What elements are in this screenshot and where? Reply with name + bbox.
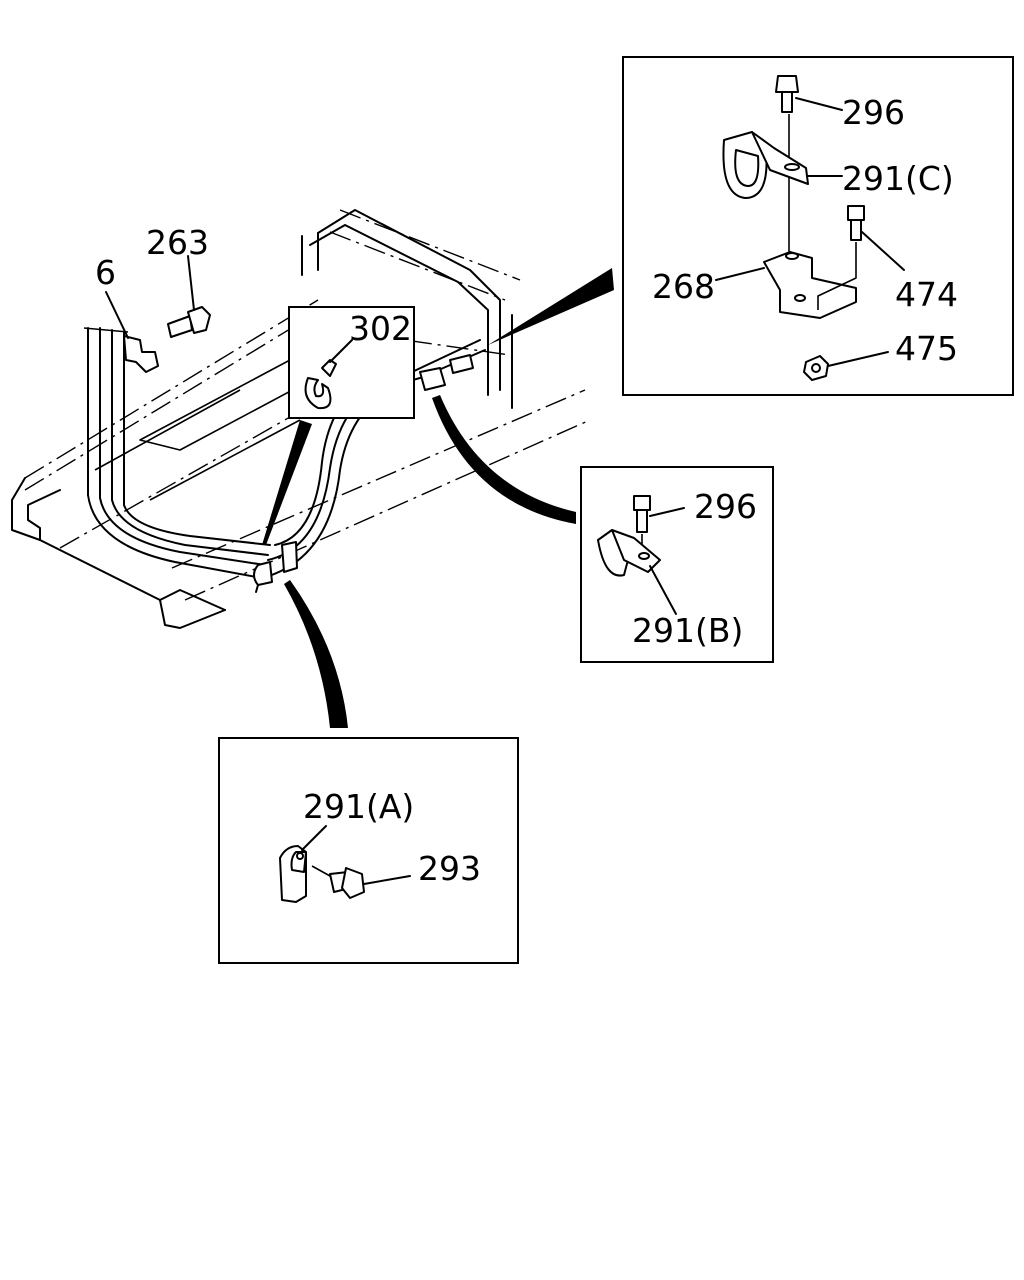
label-c-291: 291(C) xyxy=(842,159,954,198)
label-c-296: 296 xyxy=(842,93,905,132)
label-c-268: 268 xyxy=(652,267,715,306)
label-part-263: 263 xyxy=(146,223,209,262)
label-b-296: 296 xyxy=(694,487,757,526)
label-a-291: 291(A) xyxy=(303,787,414,826)
label-c-475: 475 xyxy=(895,329,958,368)
label-b-291: 291(B) xyxy=(632,611,743,650)
part-6-clip: 6 xyxy=(95,253,159,373)
inset-b: 296 291(B) xyxy=(432,395,774,663)
vehicle-frame xyxy=(11,209,591,629)
inset-302: 302 xyxy=(262,306,415,545)
label-part-6: 6 xyxy=(95,253,116,292)
inset-c: 296 291(C) 268 474 475 xyxy=(488,56,1014,396)
inset-a: 291(A) 293 xyxy=(218,580,519,964)
label-part-302: 302 xyxy=(349,309,412,348)
label-a-293: 293 xyxy=(418,849,481,888)
part-263-bolt: 263 xyxy=(146,223,211,338)
label-c-474: 474 xyxy=(895,275,958,314)
